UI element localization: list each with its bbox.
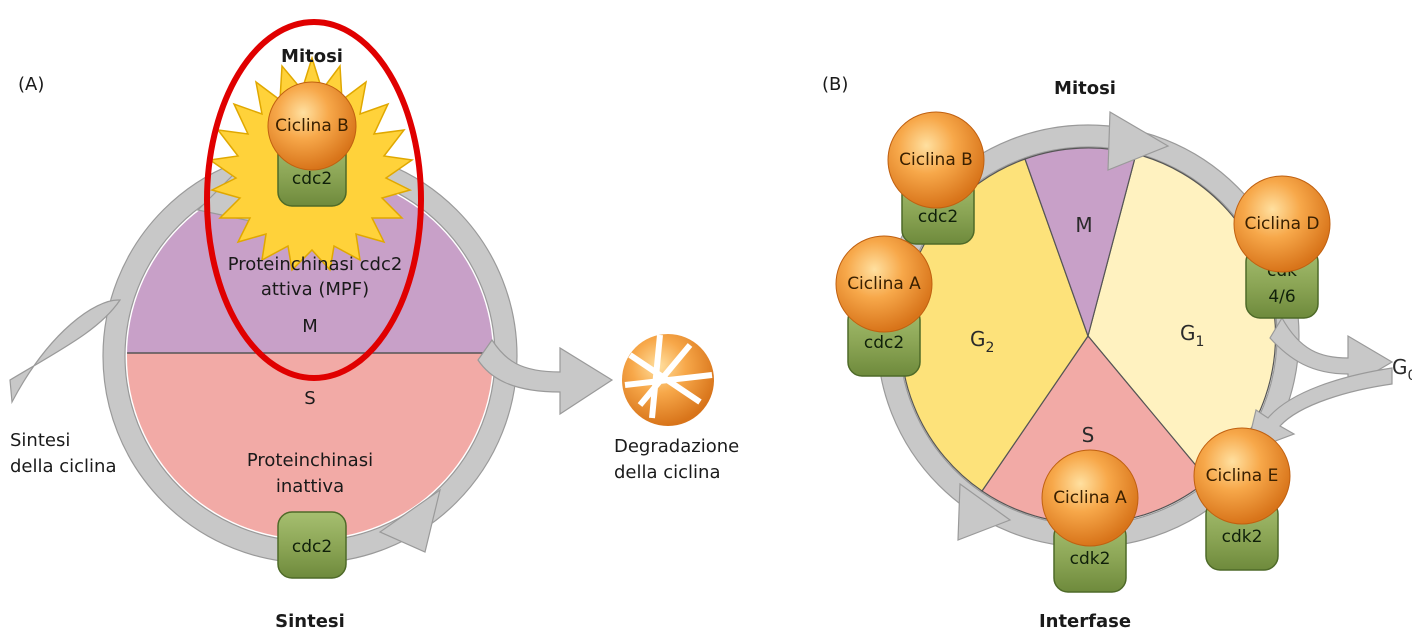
- cyclin-e-label: Ciclina E: [1206, 466, 1279, 486]
- cyclin-e-cdk2-complex: cdk2 Ciclina E: [1193, 427, 1291, 571]
- cyclin-synthesis-line2: della ciclina: [10, 456, 117, 477]
- cyclin-degradation-line1: Degradazione: [614, 436, 739, 457]
- panel-b-label: (B): [822, 74, 848, 95]
- cyclin-a-cdc2-complex: cdc2 Ciclina A: [835, 235, 933, 377]
- panel-a-label: (A): [18, 74, 44, 95]
- phase-g2-label: G2: [970, 327, 994, 356]
- panel-a-mitosis-title: Mitosi: [281, 46, 343, 67]
- phase-s-label-b: S: [1082, 423, 1095, 447]
- panel-b-interphase-title: Interfase: [1039, 611, 1131, 632]
- cyclin-degradation-line2: della ciclina: [614, 462, 721, 483]
- inactive-kinase-line2: inattiva: [276, 476, 344, 497]
- ring-arrowhead-bottom: [378, 488, 441, 553]
- cyclin-a-label-left: Ciclina A: [847, 274, 921, 294]
- cdk2-a-label: cdk2: [1070, 549, 1111, 569]
- phase-s-label: S: [304, 388, 315, 409]
- cdk2-e-label: cdk2: [1222, 527, 1263, 547]
- phase-m-label-b: M: [1075, 213, 1092, 237]
- inactive-kinase-line1: Proteinchinasi: [247, 450, 373, 471]
- cyclin-a-cdk2-complex: cdk2 Ciclina A: [1041, 449, 1139, 593]
- panel-b-mitosis-title: Mitosi: [1054, 78, 1116, 99]
- cdk46-line2: 4/6: [1268, 287, 1295, 307]
- panel-b: (B) Mitosi Interfase M G1 G2 S G0: [822, 74, 1412, 632]
- cyclin-b-label-b: Ciclina B: [899, 150, 973, 170]
- mitosis-highlight-ellipse: [204, 19, 424, 381]
- cdc2-b-label: cdc2: [918, 207, 958, 227]
- cdc2-bottom-label: cdc2: [292, 537, 332, 557]
- degraded-cyclin-icon: [622, 334, 714, 426]
- panel-a-synthesis-title: Sintesi: [275, 611, 345, 632]
- cyclin-synthesis-arrow: [9, 299, 122, 405]
- cdc2-top-label: cdc2: [292, 169, 332, 189]
- cyclin-d-label: Ciclina D: [1244, 214, 1319, 234]
- cyclin-synthesis-line1: Sintesi: [10, 430, 70, 451]
- degradation-arrow: [477, 338, 614, 416]
- cyclin-b-cdc2-complex: cdc2 Ciclina B: [887, 111, 985, 245]
- ring-arrowhead-top-b: [1107, 110, 1170, 171]
- phase-m-label: M: [302, 316, 318, 337]
- cyclin-d-cdk46-complex: cdk 4/6 Ciclina D: [1233, 175, 1331, 319]
- ring-arrowhead-bottom-b: [957, 482, 1012, 541]
- panel-a: (A) cdc2: [9, 19, 739, 632]
- cyclin-b-ball: Ciclina B: [267, 81, 357, 171]
- active-kinase-line1: Proteinchinasi cdc2: [228, 254, 403, 275]
- cdc2-kinase-inactive: cdc2: [277, 511, 347, 579]
- cyclin-b-label: Ciclina B: [275, 116, 349, 136]
- phase-g1-label: G1: [1180, 321, 1204, 350]
- cyclin-a-label-bottom: Ciclina A: [1053, 488, 1127, 508]
- phase-g0-label: G0: [1392, 355, 1412, 384]
- cdc2-a-label: cdc2: [864, 333, 904, 353]
- active-kinase-line2: attiva (MPF): [261, 279, 369, 300]
